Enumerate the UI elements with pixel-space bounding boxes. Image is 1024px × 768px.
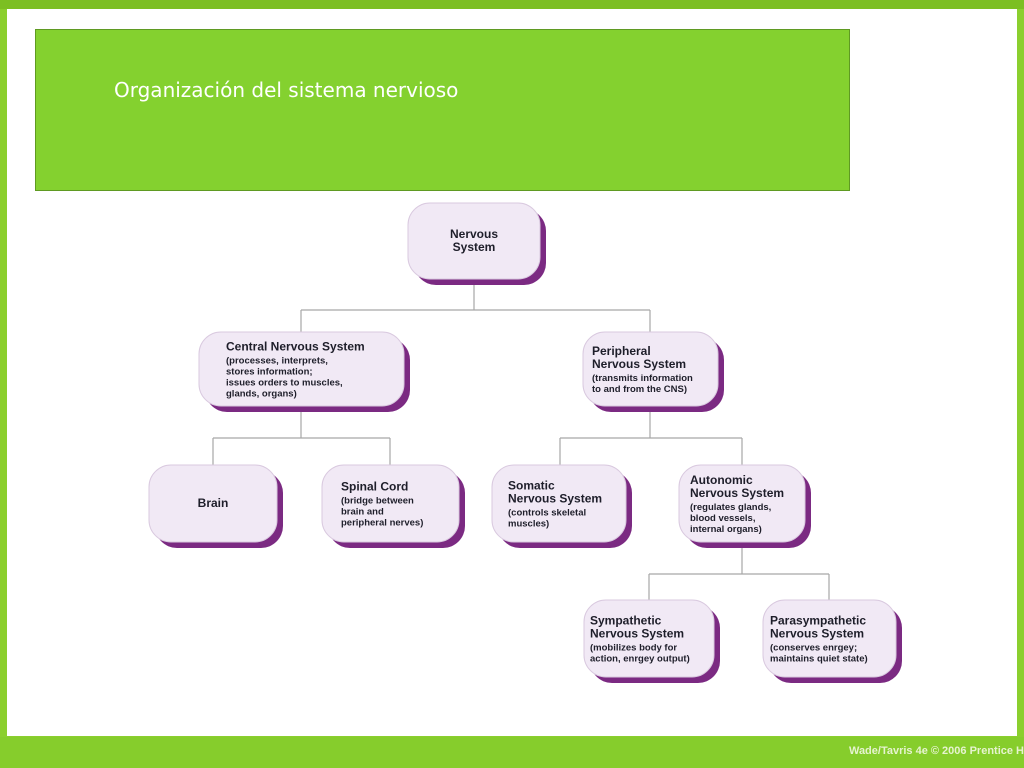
node-title: Nervous System [770, 627, 864, 641]
node-brain: Brain [148, 464, 283, 548]
node-box [491, 464, 627, 543]
node-box [762, 599, 897, 678]
node-description: muscles) [508, 519, 549, 530]
node-title: Nervous System [592, 357, 686, 371]
node-title: Autonomic [690, 473, 753, 487]
node-description: (bridge between [341, 496, 414, 507]
node-description: (regulates glands, [690, 502, 771, 513]
title-box: Organización del sistema nervioso [35, 29, 850, 191]
node-box [583, 599, 715, 678]
node-title: Nervous System [508, 492, 602, 506]
node-title: Spinal Cord [341, 480, 408, 494]
node-description: issues orders to muscles, [226, 378, 343, 389]
node-box [582, 331, 719, 407]
node-box [321, 464, 460, 543]
node-title: Sympathetic [590, 614, 662, 628]
node-box [148, 464, 278, 543]
node-title: Central Nervous System [226, 340, 365, 354]
node-description: action, enrgey output) [590, 654, 690, 665]
node-title: System [453, 240, 496, 254]
node-title: Peripheral [592, 344, 651, 358]
node-box [198, 331, 405, 407]
node-description: (mobilizes body for [590, 643, 677, 654]
node-description: (transmits information [592, 373, 693, 384]
node-description: maintains quiet state) [770, 654, 868, 665]
node-description: (conserves enrgey; [770, 643, 857, 654]
top-band [0, 0, 1024, 9]
node-title: Brain [198, 496, 229, 510]
node-box [678, 464, 806, 543]
node-description: (controls skeletal [508, 508, 586, 519]
node-title: Parasympathetic [770, 614, 866, 628]
bottom-band [0, 737, 1024, 768]
node-description: to and from the CNS) [592, 384, 687, 395]
node-description: (processes, interprets, [226, 356, 328, 367]
node-description: glands, organs) [226, 389, 297, 400]
node-central-nervous-system: Central Nervous System (processes, interp… [198, 331, 410, 412]
node-description: brain and [341, 507, 384, 518]
credit-text: Wade/Tavris 4e © 2006 Prentice H [848, 745, 1024, 757]
node-description: peripheral nerves) [341, 518, 423, 529]
node-description: internal organs) [690, 524, 762, 535]
node-title: Nervous System [690, 486, 784, 500]
node-title: Nervous System [590, 627, 684, 641]
node-box [407, 202, 541, 280]
node-description: blood vessels, [690, 513, 755, 524]
node-description: stores information; [226, 367, 313, 378]
node-title: Somatic [508, 479, 555, 493]
node-title: Nervous [450, 227, 498, 241]
slide-title: Organización del sistema nervioso [114, 78, 459, 102]
